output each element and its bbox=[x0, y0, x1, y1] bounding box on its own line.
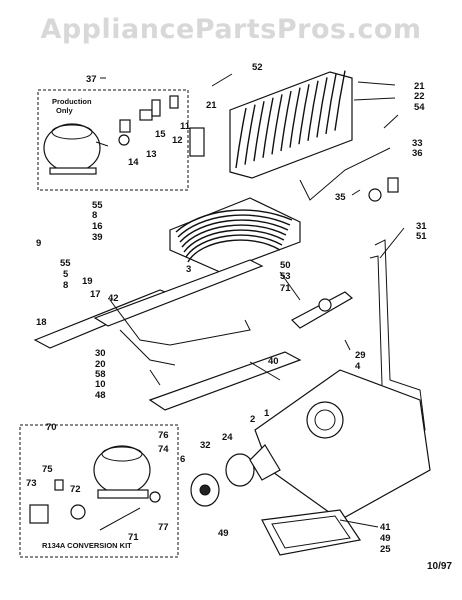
fan-motor-assembly[interactable] bbox=[190, 369, 431, 521]
callout-58: 58 bbox=[95, 369, 106, 380]
callout-4: 4 bbox=[355, 361, 361, 372]
callout-71b: 71 bbox=[128, 532, 139, 543]
callout-72: 72 bbox=[70, 484, 81, 495]
callout-73: 73 bbox=[26, 478, 37, 489]
callout-2: 2 bbox=[250, 414, 255, 425]
callout-75: 75 bbox=[42, 464, 53, 475]
callout-36: 36 bbox=[412, 148, 423, 159]
leader-lines bbox=[100, 77, 405, 528]
callout-55b: 55 bbox=[60, 258, 71, 269]
callout-71a: 71 bbox=[280, 283, 291, 294]
callout-31: 31 bbox=[416, 221, 427, 232]
callout-50: 50 bbox=[280, 260, 291, 271]
callout-76: 76 bbox=[158, 430, 169, 441]
callout-53: 53 bbox=[280, 271, 291, 282]
callout-40: 40 bbox=[268, 356, 279, 367]
callout-41: 41 bbox=[380, 522, 391, 533]
callout-8b: 8 bbox=[63, 280, 68, 291]
kit-grommet[interactable] bbox=[70, 504, 86, 520]
relay-parts[interactable] bbox=[118, 95, 179, 146]
callout-49b: 49 bbox=[380, 533, 391, 544]
callout-6: 6 bbox=[180, 454, 185, 465]
filter-drier[interactable] bbox=[29, 504, 49, 524]
callout-5: 5 bbox=[63, 269, 69, 280]
callout-77: 77 bbox=[158, 522, 169, 533]
callout-42: 42 bbox=[108, 293, 119, 304]
callout-52: 52 bbox=[252, 62, 263, 73]
kit-tube[interactable] bbox=[99, 507, 141, 531]
callout-17: 17 bbox=[90, 289, 101, 300]
callout-35: 35 bbox=[335, 192, 346, 203]
callout-49a: 49 bbox=[218, 528, 229, 539]
conversion-kit-box: R134A CONVERSION KIT bbox=[19, 424, 179, 558]
callout-22: 22 bbox=[414, 91, 425, 102]
callout-21a: 21 bbox=[206, 100, 217, 111]
callout-32: 32 bbox=[200, 440, 211, 451]
callout-11: 11 bbox=[180, 121, 191, 132]
production-label-line1: Production bbox=[52, 97, 92, 106]
callout-48: 48 bbox=[95, 390, 106, 401]
callout-29: 29 bbox=[355, 350, 366, 361]
callout-21b: 21 bbox=[414, 81, 425, 92]
callout-54: 54 bbox=[414, 102, 425, 113]
callouts: 37 52 21 21 22 54 11 12 15 13 14 33 36 3… bbox=[26, 62, 427, 555]
callout-70: 70 bbox=[46, 422, 57, 433]
callout-8a: 8 bbox=[92, 210, 97, 221]
compressor-kit[interactable] bbox=[93, 445, 151, 499]
callout-16: 16 bbox=[92, 221, 103, 232]
production-only-box: Production Only bbox=[37, 89, 189, 191]
frame-rails[interactable] bbox=[33, 259, 302, 411]
callout-74: 74 bbox=[158, 444, 169, 455]
callout-12: 12 bbox=[172, 135, 183, 146]
callout-37: 37 bbox=[86, 74, 97, 85]
kit-connector[interactable] bbox=[54, 479, 64, 491]
callout-51: 51 bbox=[416, 231, 427, 242]
callout-33: 33 bbox=[412, 138, 423, 149]
drain-pan[interactable] bbox=[261, 509, 362, 556]
kit-label: R134A CONVERSION KIT bbox=[42, 541, 132, 550]
callout-14: 14 bbox=[128, 157, 139, 168]
production-label-line2: Only bbox=[56, 106, 73, 115]
callout-15: 15 bbox=[155, 129, 166, 140]
callout-9: 9 bbox=[36, 238, 41, 249]
callout-55a: 55 bbox=[92, 200, 103, 211]
callout-18: 18 bbox=[36, 317, 47, 328]
evaporator-coil[interactable] bbox=[169, 197, 301, 273]
date-code: 10/97 bbox=[426, 561, 452, 572]
callout-13: 13 bbox=[146, 149, 157, 160]
drier-tube[interactable] bbox=[299, 147, 399, 202]
callout-3: 3 bbox=[186, 264, 191, 275]
callout-25: 25 bbox=[380, 544, 391, 555]
callout-20: 20 bbox=[95, 359, 106, 370]
callout-30: 30 bbox=[95, 348, 106, 359]
callout-24: 24 bbox=[222, 432, 233, 443]
kit-mount[interactable] bbox=[149, 491, 161, 503]
callout-19: 19 bbox=[82, 276, 93, 287]
callout-39: 39 bbox=[92, 232, 103, 243]
tube-assembly-71[interactable] bbox=[291, 291, 354, 329]
compressor-production[interactable] bbox=[43, 123, 109, 175]
condenser-coil[interactable] bbox=[189, 70, 353, 179]
callout-1: 1 bbox=[264, 408, 270, 419]
watermark: AppliancePartsPros.com bbox=[40, 14, 422, 45]
callout-10: 10 bbox=[95, 379, 106, 390]
